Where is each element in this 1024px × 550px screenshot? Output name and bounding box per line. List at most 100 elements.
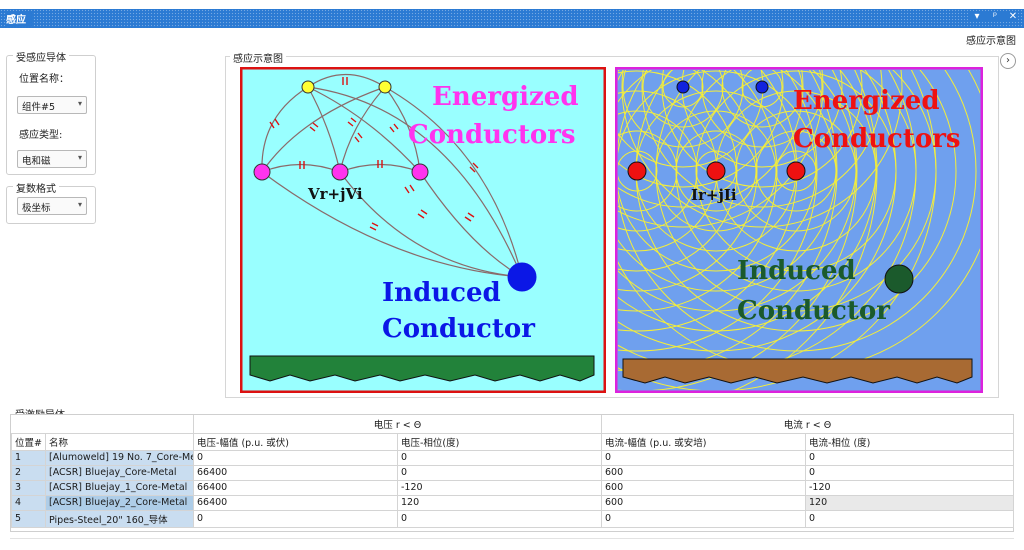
row-name: [ACSR] Bluejay_1_Core-Metal bbox=[45, 479, 194, 496]
table-row[interactable]: 3 [ACSR] Bluejay_1_Core-Metal 66400 -120… bbox=[11, 479, 1014, 496]
window-title: 感应 bbox=[6, 11, 32, 26]
column-header[interactable]: 电压-幅值 (p.u. 或伏) bbox=[193, 432, 398, 451]
voltage-phase-cell[interactable]: 0 bbox=[397, 449, 602, 466]
right-heading-line2: Conductors bbox=[793, 124, 961, 154]
phase-conductor-red-1 bbox=[627, 161, 647, 181]
phase-conductor-yellow-2 bbox=[378, 80, 392, 94]
chevron-down-icon: ▾ bbox=[77, 200, 82, 209]
induced-conductor-group: 受感应导体 位置名称： 组件#5 ▾ 感应类型: 电和磁 ▾ bbox=[6, 49, 96, 175]
close-icon[interactable]: ✕ bbox=[1008, 11, 1018, 22]
column-header[interactable]: 电压-相位(度) bbox=[397, 432, 602, 451]
voltage-magnitude-cell[interactable]: 66400 bbox=[193, 494, 398, 511]
table-row[interactable]: 2 [ACSR] Bluejay_Core-Metal 66400 0 600 … bbox=[11, 464, 1014, 481]
complex-group-title: 复数格式 bbox=[13, 180, 59, 195]
exciting-conductors-table: 电压 r < Θ 电流 r < Θ 位置# 名称 电压-幅值 (p.u. 或伏)… bbox=[11, 415, 1014, 528]
row-index: 5 bbox=[11, 509, 46, 528]
neutral-conductor-1 bbox=[676, 80, 690, 94]
bottom-divider bbox=[10, 538, 1014, 539]
window-titlebar: 感应 ▾ ᵖ ✕ bbox=[0, 0, 1024, 28]
current-group-header: 电流 r < Θ bbox=[601, 415, 1014, 434]
table-row[interactable]: 4 [ACSR] Bluejay_2_Core-Metal 66400 120 … bbox=[11, 494, 1014, 511]
current-phase-cell[interactable]: -120 bbox=[805, 479, 1014, 496]
current-magnitude-cell[interactable]: 600 bbox=[601, 464, 806, 481]
diagram-link[interactable]: 感应示意图 bbox=[966, 36, 1016, 47]
right-induced-line1: Induced bbox=[737, 256, 856, 286]
induced-group-title: 受感应导体 bbox=[13, 49, 69, 64]
diagram-group: 感应示意图 bbox=[225, 50, 999, 398]
right-formula: Ir+jIi bbox=[691, 186, 737, 204]
column-header[interactable]: 电流-相位 (度) bbox=[805, 432, 1014, 451]
row-name: [ACSR] Bluejay_2_Core-Metal bbox=[45, 494, 194, 511]
voltage-phase-cell[interactable]: -120 bbox=[397, 479, 602, 496]
complex-format-value: 极坐标 bbox=[22, 203, 51, 214]
voltage-magnitude-cell[interactable]: 0 bbox=[193, 449, 398, 466]
current-magnitude-cell[interactable]: 600 bbox=[601, 479, 806, 496]
left-induced-line2: Conductor bbox=[382, 314, 535, 344]
column-header[interactable]: 电流-幅值 (p.u. 或安培) bbox=[601, 432, 806, 451]
location-label: 位置名称： bbox=[19, 74, 69, 85]
right-heading-line1: Energized bbox=[793, 86, 940, 116]
induction-type-value: 电和磁 bbox=[22, 156, 51, 167]
row-name: Pipes-Steel_20" 160_导体 bbox=[45, 509, 194, 528]
voltage-magnitude-cell[interactable]: 66400 bbox=[193, 464, 398, 481]
capacitor-marks bbox=[269, 77, 479, 231]
current-magnitude-cell[interactable]: 0 bbox=[601, 449, 806, 466]
dropdown-icon[interactable]: ▾ bbox=[974, 11, 980, 22]
induced-conductor-green bbox=[884, 264, 914, 294]
left-heading-line1: Energized bbox=[432, 82, 579, 112]
current-magnitude-cell[interactable]: 0 bbox=[601, 509, 806, 528]
induction-type-select[interactable]: 电和磁 ▾ bbox=[17, 150, 87, 168]
voltage-magnitude-cell[interactable]: 0 bbox=[193, 509, 398, 528]
voltage-magnitude-cell[interactable]: 66400 bbox=[193, 479, 398, 496]
voltage-phase-cell[interactable]: 0 bbox=[397, 509, 602, 528]
phase-conductor-yellow-1 bbox=[301, 80, 315, 94]
current-phase-cell[interactable]: 0 bbox=[805, 509, 1014, 528]
voltage-group-header: 电压 r < Θ bbox=[193, 415, 602, 434]
location-select-value: 组件#5 bbox=[22, 102, 56, 113]
phase-conductor-magenta-2 bbox=[331, 163, 349, 181]
location-select[interactable]: 组件#5 ▾ bbox=[17, 96, 87, 114]
phase-conductor-magenta-3 bbox=[411, 163, 429, 181]
right-induced-line2: Conductor bbox=[737, 296, 890, 326]
phase-conductor-red-3 bbox=[786, 161, 806, 181]
right-panel-border bbox=[615, 67, 983, 393]
left-formula: Vr+jVi bbox=[307, 185, 363, 203]
current-phase-cell[interactable]: 0 bbox=[805, 449, 1014, 466]
row-index: 3 bbox=[11, 479, 46, 496]
expand-chevron-right-icon[interactable]: › bbox=[1000, 53, 1016, 69]
neutral-conductor-2 bbox=[755, 80, 769, 94]
row-index: 4 bbox=[11, 494, 46, 511]
electric-induction-diagram: Energized Conductors Vr+jVi Induced Cond… bbox=[240, 67, 606, 393]
titlebar-pattern bbox=[0, 9, 1024, 28]
current-magnitude-cell[interactable]: 600 bbox=[601, 494, 806, 511]
row-index: 1 bbox=[11, 449, 46, 466]
induced-conductor-blue bbox=[507, 262, 537, 292]
phase-conductor-red-2 bbox=[706, 161, 726, 181]
voltage-phase-cell[interactable]: 120 bbox=[397, 494, 602, 511]
column-header[interactable]: 位置# bbox=[11, 432, 46, 451]
table-row[interactable]: 1 [Alumoweld] 19 No. 7_Core-Metal 0 0 0 … bbox=[11, 449, 1014, 466]
voltage-phase-cell[interactable]: 0 bbox=[397, 464, 602, 481]
ground-brown bbox=[622, 358, 973, 384]
pin-icon[interactable]: ᵖ bbox=[992, 11, 998, 22]
row-name: [ACSR] Bluejay_Core-Metal bbox=[45, 464, 194, 481]
type-label: 感应类型: bbox=[19, 130, 63, 141]
column-header[interactable]: 名称 bbox=[45, 432, 194, 451]
magnetic-induction-diagram: Energized Conductors Ir+jIi Induced Cond… bbox=[615, 67, 983, 393]
exciting-conductors-table-group: 电压 r < Θ 电流 r < Θ 位置# 名称 电压-幅值 (p.u. 或伏)… bbox=[10, 414, 1014, 532]
row-name: [Alumoweld] 19 No. 7_Core-Metal bbox=[45, 449, 194, 466]
complex-format-select[interactable]: 极坐标 ▾ bbox=[17, 197, 87, 215]
current-phase-cell[interactable]: 0 bbox=[805, 464, 1014, 481]
left-panel-border bbox=[240, 67, 606, 393]
table-row[interactable]: 5 Pipes-Steel_20" 160_导体 0 0 0 0 bbox=[11, 509, 1014, 528]
ground-green bbox=[249, 355, 595, 382]
left-heading-line2: Conductors bbox=[408, 120, 576, 150]
phase-conductor-magenta-1 bbox=[253, 163, 271, 181]
diagram-title: 感应示意图 bbox=[230, 50, 286, 65]
left-induced-line1: Induced bbox=[382, 278, 501, 308]
chevron-down-icon: ▾ bbox=[77, 99, 82, 108]
current-phase-cell[interactable]: 120 bbox=[805, 494, 1014, 511]
window-controls: ▾ ᵖ ✕ bbox=[968, 11, 1018, 22]
complex-format-group: 复数格式 极坐标 ▾ bbox=[6, 180, 96, 224]
chevron-down-icon: ▾ bbox=[77, 153, 82, 162]
